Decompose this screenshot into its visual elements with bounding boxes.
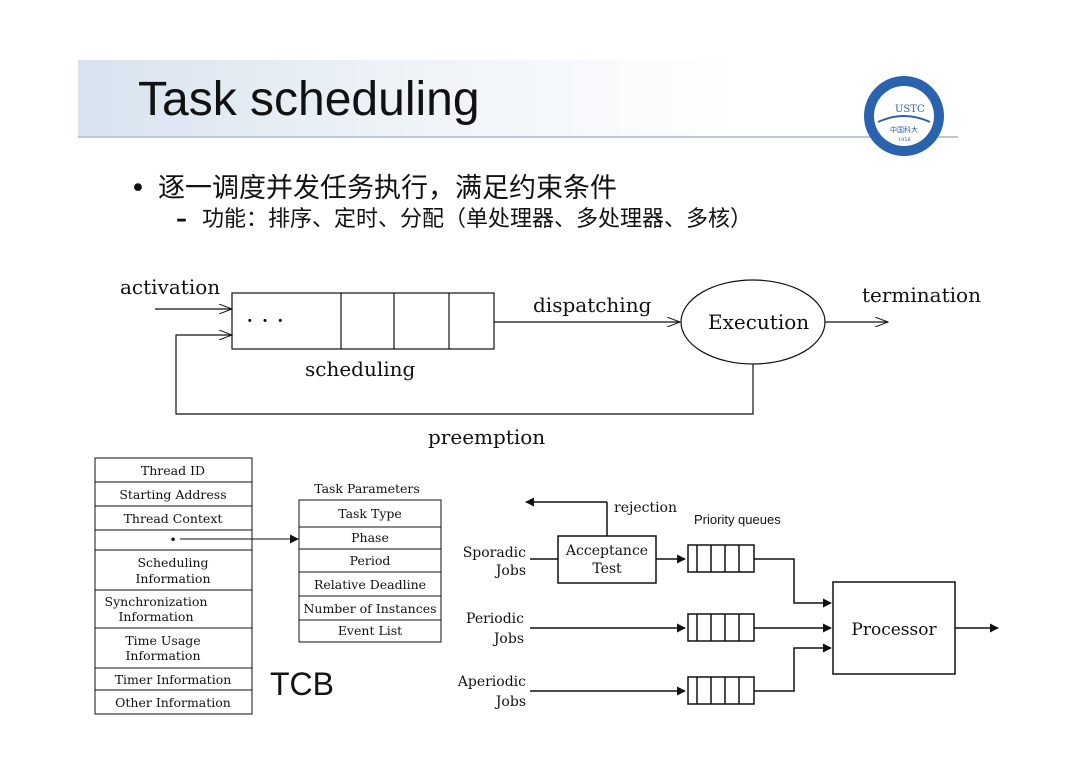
acceptance-test-label: Acceptance	[565, 543, 648, 559]
sporadic-jobs-label: Jobs	[494, 563, 526, 579]
ustc-logo: USTC 中国科大 1958	[864, 76, 944, 156]
aperiodic-jobs-label: Aperiodic	[457, 674, 526, 690]
tcb-row: •	[169, 532, 176, 547]
tcb-label: TCB	[270, 666, 334, 702]
priority-queue	[687, 544, 755, 573]
tcb-row: Timer Information	[115, 672, 232, 687]
task-param-row: Relative Deadline	[314, 577, 426, 592]
acceptance-test-label: Test	[592, 561, 622, 577]
logo-text: USTC	[895, 104, 925, 115]
task-param-row: Number of Instances	[303, 601, 436, 616]
slide-title: Task scheduling	[138, 73, 480, 126]
periodic-jobs-label: Periodic	[466, 611, 524, 627]
sub-bullet-text: 功能：排序、定时、分配（单处理器、多处理器、多核）	[202, 207, 753, 232]
aperiodic-jobs-label: Jobs	[494, 694, 526, 710]
priority-queues-label: Priority queues	[694, 512, 781, 527]
bullet-dot: •	[130, 173, 146, 204]
processor-label: Processor	[851, 620, 937, 640]
queueing-diagram	[525, 497, 999, 705]
sub-bullet-item: –功能：排序、定时、分配（单处理器、多处理器、多核）	[176, 201, 752, 233]
task-param-row: Event List	[338, 623, 402, 638]
preemption-label: preemption	[428, 425, 545, 449]
tcb-row: Thread ID	[141, 463, 205, 478]
tcb-row: Information	[118, 609, 193, 624]
tcb-row: Synchronization	[105, 594, 208, 609]
task-param-row: Phase	[351, 530, 389, 545]
logo-caption: 中国科大	[890, 125, 918, 134]
execution-label: Execution	[708, 310, 809, 334]
periodic-jobs-label: Jobs	[492, 631, 524, 647]
tcb-row: Thread Context	[124, 511, 223, 526]
dispatching-label: dispatching	[533, 293, 652, 317]
tcb-row: Starting Address	[119, 487, 226, 502]
priority-queue	[687, 613, 755, 642]
title-band	[78, 60, 958, 138]
activation-label: activation	[120, 275, 220, 299]
sporadic-jobs-label: Sporadic	[463, 545, 526, 561]
rejection-label: rejection	[614, 500, 677, 516]
priority-queue	[687, 676, 755, 705]
scheduling-flow	[155, 279, 888, 415]
ready-queue-box	[231, 292, 495, 350]
tcb-row: Information	[135, 571, 210, 586]
bullet-item: • 逐一调度并发任务执行，满足约束条件	[130, 166, 617, 205]
termination-label: termination	[862, 283, 981, 307]
preemption-loop	[175, 335, 754, 415]
task-params-title: Task Parameters	[314, 481, 420, 496]
scheduling-label: scheduling	[305, 357, 416, 381]
queue-dots: · · ·	[246, 307, 284, 335]
logo-year: 1958	[898, 137, 911, 143]
task-param-row: Period	[350, 553, 391, 568]
bullet-text: 逐一调度并发任务执行，满足约束条件	[158, 173, 617, 204]
task-param-row: Task Type	[338, 506, 402, 521]
task-params-table	[298, 499, 442, 643]
tcb-row: Scheduling	[137, 555, 208, 570]
tcb-table	[94, 457, 253, 715]
sub-bullet-dash: –	[176, 207, 187, 232]
tcb-row: Information	[125, 648, 200, 663]
tcb-row: Time Usage	[125, 633, 200, 648]
tcb-row: Other Information	[115, 695, 231, 710]
